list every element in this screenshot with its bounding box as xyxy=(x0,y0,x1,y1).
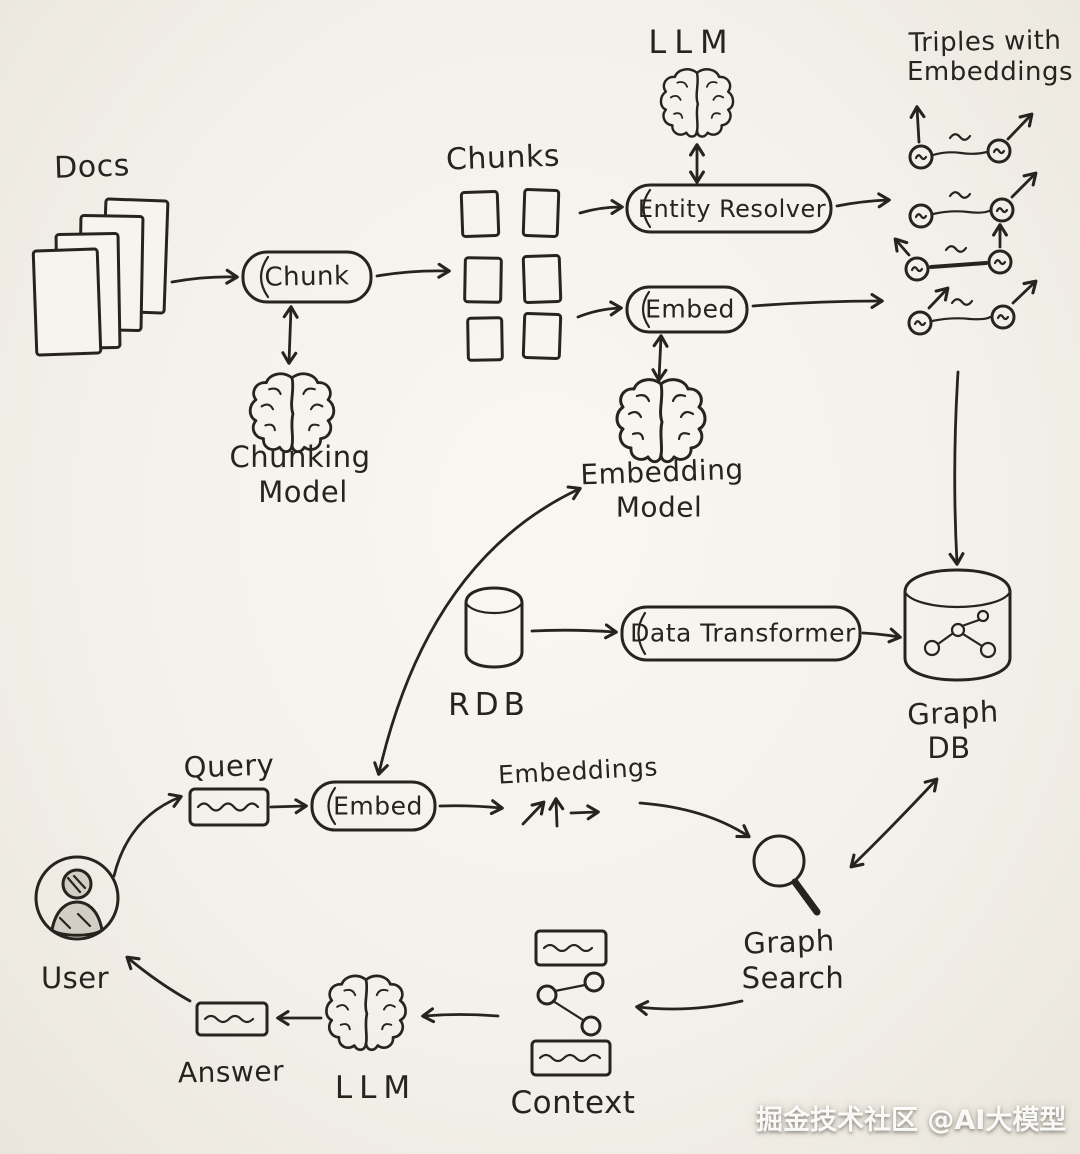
context-label: Context xyxy=(510,1085,636,1121)
embeddings-glyph xyxy=(521,797,600,828)
triples-with-embeddings xyxy=(893,105,1038,336)
llm-answer-label: LLM xyxy=(334,1070,418,1106)
embedding-model-brain-icon xyxy=(615,378,707,464)
chunk-node xyxy=(241,250,373,304)
graph-db-node xyxy=(903,568,1012,682)
embedding-model-label-line1: Embedding xyxy=(579,452,745,492)
rdb-node xyxy=(464,586,524,669)
llm-top-brain-icon xyxy=(659,68,735,138)
embed-top-label: Embed xyxy=(645,294,735,324)
user-avatar xyxy=(34,855,120,941)
embed-query-label: Embed xyxy=(333,791,423,821)
data-transformer-label: Data Transformer xyxy=(630,618,856,648)
embed-query-node xyxy=(310,780,437,832)
graph-search-icon xyxy=(752,834,821,916)
embed-top-node xyxy=(625,285,749,334)
chunks-label: Chunks xyxy=(445,138,561,178)
chunking-model-label-line1: Chunking xyxy=(229,440,371,474)
embedding-model-label-line2: Model xyxy=(615,490,703,524)
graph-db-label-line2: DB xyxy=(927,731,971,765)
docs-label: Docs xyxy=(53,148,131,186)
graph-search-label-line1: Graph xyxy=(742,923,836,961)
rdb-label: RDB xyxy=(448,687,530,723)
watermark: 掘金技术社区 @AI大模型 xyxy=(756,1105,1067,1136)
query-label: Query xyxy=(183,747,275,785)
user-label: User xyxy=(40,961,110,995)
llm-answer-brain-icon xyxy=(325,974,407,1052)
chunking-model-label-line2: Model xyxy=(258,475,348,509)
entity-resolver-node xyxy=(625,183,833,234)
docs-stack xyxy=(31,197,170,357)
chunks-squares xyxy=(459,188,563,362)
query-box xyxy=(188,787,270,827)
context-group xyxy=(530,929,612,1077)
graph-search-label-line2: Search xyxy=(741,961,845,995)
entity-resolver-label: Entity Resolver xyxy=(637,195,827,223)
triples-label-line2: Embeddings xyxy=(906,57,1074,87)
data-transformer-node xyxy=(620,605,862,662)
llm-top-label: LLM xyxy=(648,23,736,61)
connector-arrows xyxy=(112,143,965,1026)
chunk-label: Chunk xyxy=(264,261,350,293)
answer-label: Answer xyxy=(177,1054,285,1090)
triples-label-line1: Triples with xyxy=(908,25,1062,59)
answer-box xyxy=(195,1001,269,1037)
graph-db-label-line1: Graph xyxy=(906,694,1000,732)
